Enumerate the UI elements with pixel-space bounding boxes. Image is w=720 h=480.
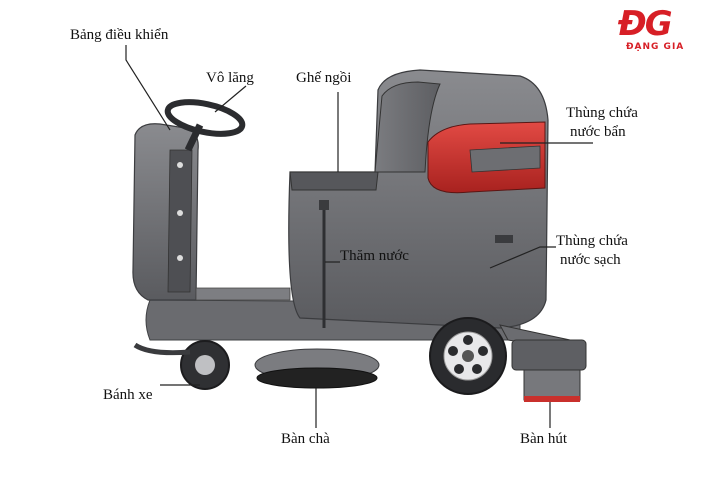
logo-subtext: ĐẠNG GIA	[626, 42, 685, 52]
label-clean-tank-line1: Thùng chứa	[556, 233, 628, 249]
brand-logo: ĐG ĐẠNG GIA	[612, 4, 712, 60]
tube-cap	[319, 200, 329, 210]
side-latch	[495, 235, 513, 243]
leader-lines	[125, 45, 593, 428]
floor-plate	[195, 287, 291, 301]
console-button	[177, 255, 183, 261]
front-wheel-hub	[195, 355, 215, 375]
label-control-panel: Bảng điều khiển	[70, 27, 169, 43]
console-button	[177, 210, 183, 216]
label-wheel: Bánh xe	[103, 387, 153, 403]
label-brush: Bàn chà	[281, 431, 330, 447]
label-dirty-tank-line2: nước bẩn	[570, 124, 626, 140]
label-squeegee: Bàn hút	[520, 431, 568, 447]
squeegee-blade	[523, 369, 581, 401]
label-seat: Ghế ngồi	[296, 70, 352, 86]
rim-hole	[454, 364, 464, 374]
leader-steering-wheel	[214, 85, 247, 113]
rim-hole	[448, 346, 458, 356]
logo-mark: ĐG	[618, 4, 673, 44]
console-inner-panel	[167, 149, 193, 293]
rim-hole	[478, 346, 488, 356]
seat-back	[374, 81, 441, 173]
rear-wheel-hub	[462, 350, 474, 362]
leader-control-panel	[125, 45, 171, 131]
squeegee-body	[511, 339, 587, 371]
console-button	[177, 162, 183, 168]
label-dirty-tank: Thùng chứa nước bẩn	[566, 104, 638, 142]
front-bumper	[133, 342, 191, 356]
label-dirty-tank-line1: Thùng chứa	[566, 105, 638, 121]
label-water-check: Thăm nước	[340, 248, 409, 264]
rim-hole	[463, 335, 473, 345]
squeegee-red-strip	[524, 396, 580, 402]
label-clean-tank: Thùng chứa nước sạch	[556, 232, 628, 270]
label-steering-wheel: Vô lăng	[206, 70, 254, 86]
steering-wheel	[164, 99, 246, 137]
seat-cushion	[289, 171, 379, 191]
label-clean-tank-line2: nước sạch	[560, 252, 621, 268]
dirty-tank-window	[469, 145, 541, 173]
rim-hole	[472, 364, 482, 374]
leader-clean-tank	[489, 246, 556, 269]
brush-bristles	[256, 367, 378, 389]
steering-column	[184, 123, 204, 152]
